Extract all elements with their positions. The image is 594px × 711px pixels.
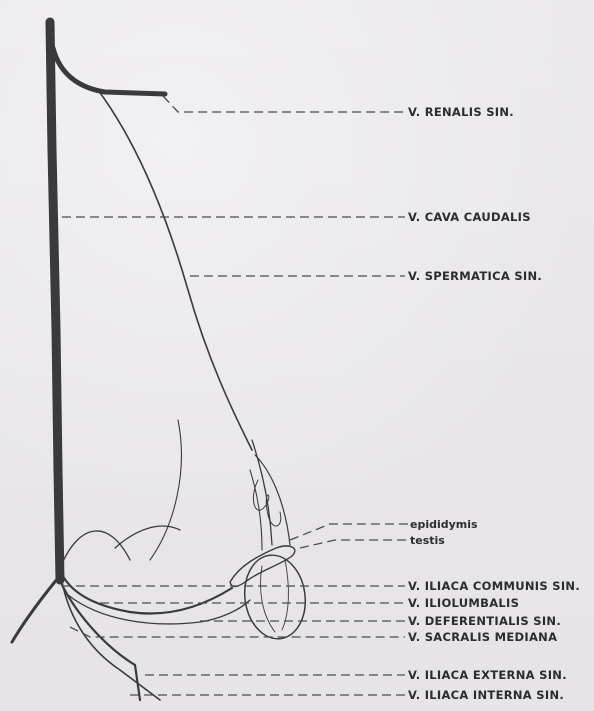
vena-iliaca-externa-sin [62,585,140,700]
vena-spermatica-sin [98,90,252,450]
vena-cava-caudalis [50,22,60,580]
vena-sacralis-mediana [12,578,58,642]
leader-epididymis [290,524,408,540]
label-deferentialis: V. DEFERENTIALIS SIN. [408,614,561,628]
label-epididymis: epididymis [410,518,478,531]
label-cava: V. CAVA CAUDALIS [408,210,531,224]
leader-renalis [163,96,405,112]
leader-testis [300,540,408,548]
label-iliaca-communis: V. ILIACA COMMUNIS SIN. [408,579,580,593]
label-iliolumbalis: V. ILIOLUMBALIS [408,596,519,610]
label-spermatica: V. SPERMATICA SIN. [408,269,542,283]
vena-curved-branch [150,420,181,560]
label-iliaca-interna: V. ILIACA INTERNA SIN. [408,688,564,702]
label-renalis: V. RENALIS SIN. [408,105,514,119]
label-testis: testis [410,534,445,547]
vena-iliolumbalis [60,526,180,568]
label-iliaca-externa: V. ILIACA EXTERNA SIN. [408,668,567,682]
vena-iliaca-interna-sin [62,582,160,700]
epididymis-shape [230,546,295,586]
leader-sacralis [70,627,405,637]
vena-deferentialis-sin [68,595,250,624]
vena-renalis-sin [53,48,165,94]
label-sacralis: V. SACRALIS MEDIANA [408,630,557,644]
